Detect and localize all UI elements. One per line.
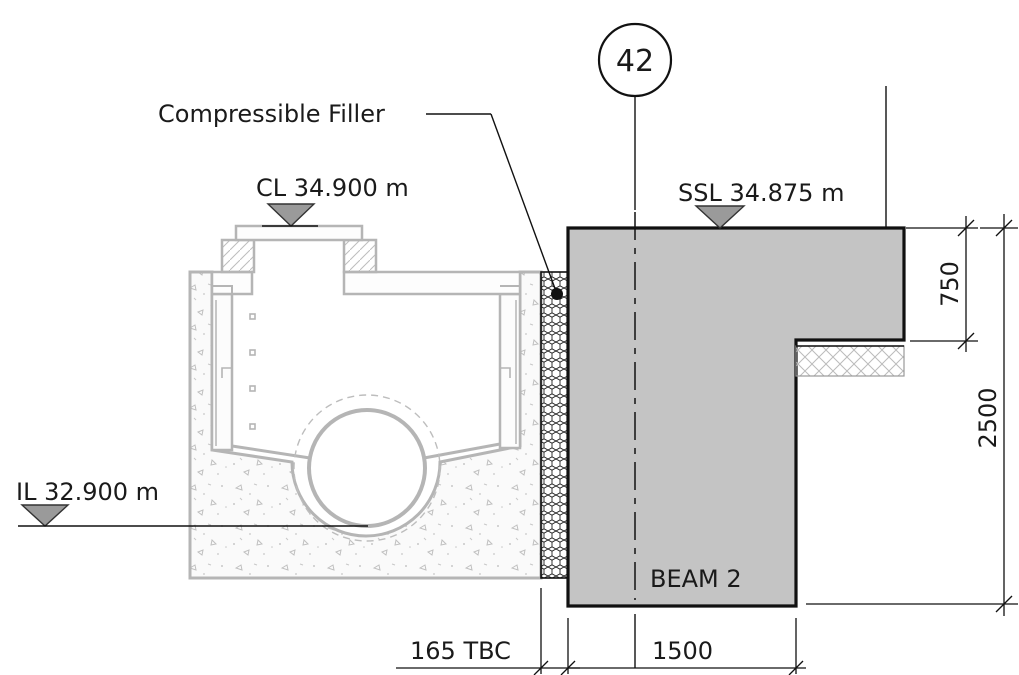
grid-number: 42: [616, 44, 654, 79]
pipe: [307, 408, 427, 528]
filler-label: Compressible Filler: [158, 100, 385, 128]
benching-right: [423, 442, 501, 460]
gridline-42: 42: [597, 22, 673, 668]
dimension-2500: 2500: [806, 214, 1018, 616]
dimension-2500-text: 2500: [974, 387, 1002, 448]
slab-level-label: SSL 34.875 m: [678, 179, 844, 207]
compressible-filler: [540, 271, 569, 579]
pipe-outer-dashed: [293, 394, 441, 542]
frame-right: [342, 238, 378, 274]
benching-left: [231, 444, 311, 460]
chamber-surround: [188, 270, 543, 580]
cover-level-label: CL 34.900 m: [256, 174, 409, 202]
dimension-1500-text: 1500: [652, 637, 713, 665]
compressible-filler-callout: Compressible Filler: [158, 100, 558, 295]
manhole-lid: [234, 224, 364, 242]
invert-level-marker: IL 32.900 m: [16, 478, 368, 527]
cover-level-marker: CL 34.900 m: [256, 174, 409, 227]
dimension-750: 750: [906, 216, 978, 352]
beam-label: BEAM 2: [650, 565, 742, 593]
beam-2: [566, 226, 906, 608]
invert-level-label: IL 32.900 m: [16, 478, 159, 506]
slab-underlay: [795, 345, 905, 377]
cover-slab: [210, 270, 522, 296]
frame-left: [220, 238, 256, 274]
step-irons: [249, 313, 256, 430]
dimension-165: 165 TBC: [396, 588, 580, 675]
dimension-165-text: 165 TBC: [410, 637, 511, 665]
inspection-chamber: [188, 224, 543, 580]
slab-level-marker: SSL 34.875 m: [678, 179, 844, 229]
dimension-1500: 1500: [568, 618, 806, 675]
dimension-750-text: 750: [936, 261, 964, 307]
